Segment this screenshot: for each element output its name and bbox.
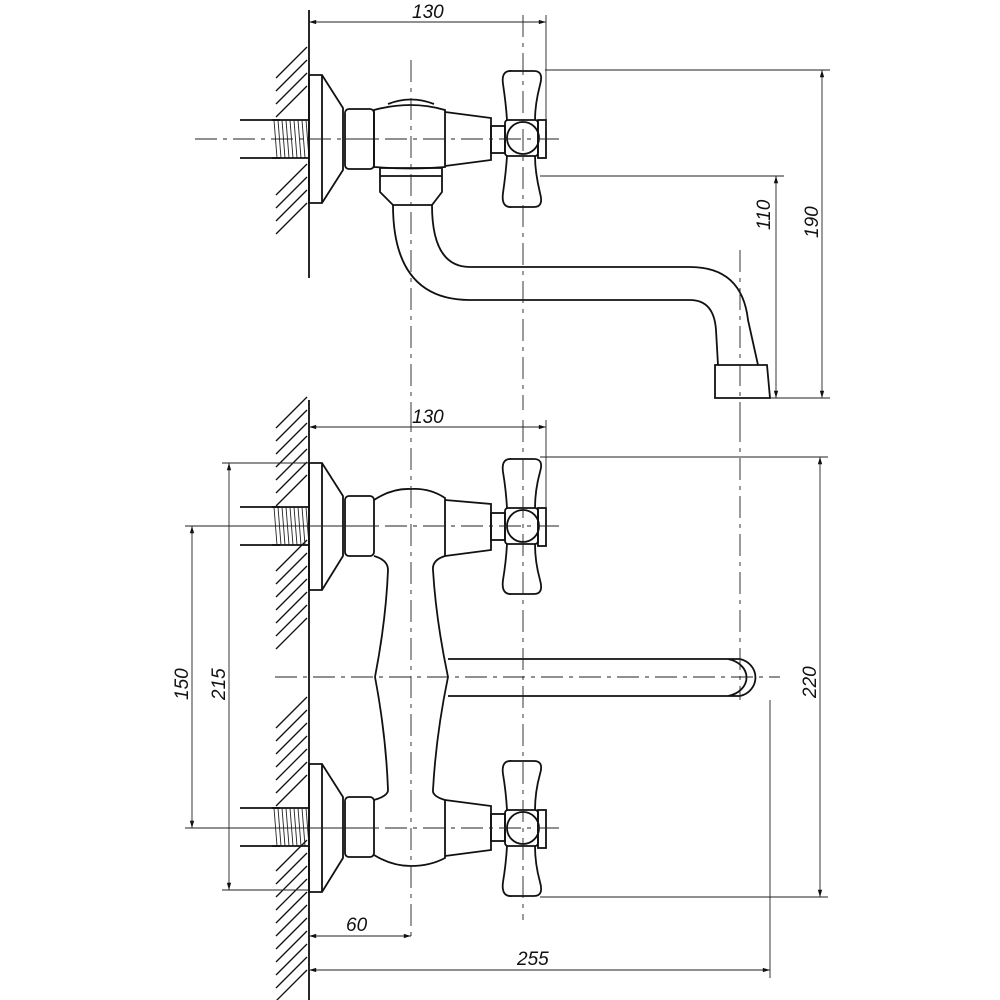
front-view: 130 150 215 220 60 255 bbox=[172, 396, 828, 1000]
threads-front bbox=[272, 506, 310, 847]
spout-front bbox=[448, 658, 757, 697]
dim-inlet-spacing: 150 bbox=[172, 668, 193, 700]
dim-total-reach: 255 bbox=[516, 949, 549, 970]
dim-front-width: 130 bbox=[412, 407, 444, 428]
spout-inner bbox=[431, 204, 759, 366]
dim-flange-span: 215 bbox=[209, 668, 230, 701]
cross-handle-lower[interactable] bbox=[501, 760, 547, 897]
top-view: 130 110 190 bbox=[195, 2, 830, 420]
wall-hatch-front bbox=[275, 396, 308, 1000]
dim-total-height: 220 bbox=[800, 666, 821, 699]
dim-wall-to-body: 60 bbox=[346, 915, 368, 936]
dim-top-total-height: 190 bbox=[802, 206, 823, 238]
nut-lower bbox=[344, 796, 375, 858]
flange-upper bbox=[308, 462, 344, 591]
wall-hatch-top bbox=[275, 46, 308, 235]
spout-outer bbox=[392, 204, 719, 366]
mixer-body bbox=[373, 104, 446, 170]
dim-top-width: 130 bbox=[412, 2, 444, 23]
dim-spout-height: 110 bbox=[754, 199, 775, 230]
cross-handle-upper[interactable] bbox=[501, 458, 547, 595]
spout-nozzle bbox=[714, 364, 771, 399]
